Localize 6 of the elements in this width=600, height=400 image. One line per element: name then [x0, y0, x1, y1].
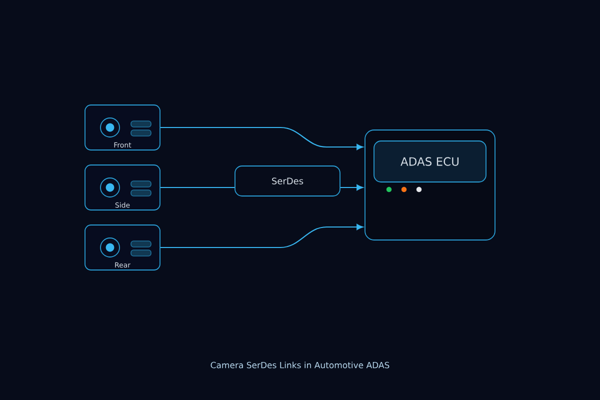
- arrow: [340, 184, 364, 191]
- arrow: [160, 126, 364, 150]
- title: Camera SerDes Links in Automotive ADAS: [210, 362, 390, 368]
- arrow: [160, 224, 364, 248]
- title-box: ADAS ECU: [374, 140, 486, 182]
- process-box: SerDes: [234, 166, 340, 196]
